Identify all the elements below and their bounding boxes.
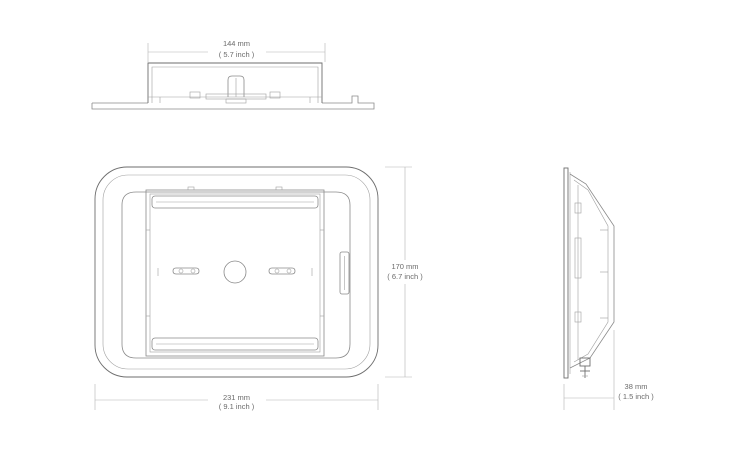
- front-height-dimension: [385, 166, 424, 378]
- side-depth-inch: ( 1.5 inch ): [618, 392, 654, 401]
- front-width-mm: 231 mm: [223, 393, 250, 402]
- front-width-inch: ( 9.1 inch ): [219, 402, 255, 411]
- top-width-inch: ( 5.7 inch ): [219, 50, 255, 59]
- top-view: 144 mm ( 5.7 inch ): [91, 39, 375, 110]
- side-depth-mm: 38 mm: [625, 382, 648, 391]
- front-view: 231 mm ( 9.1 inch ) 170 mm ( 6.7 inch ): [94, 166, 424, 411]
- side-depth-dimension: [563, 330, 615, 410]
- front-height-mm: 170 mm: [391, 262, 418, 271]
- front-height-inch: ( 6.7 inch ): [387, 272, 423, 281]
- top-width-dimension: [147, 43, 326, 62]
- front-width-dimension: [94, 384, 379, 410]
- top-width-mm: 144 mm: [223, 39, 250, 48]
- side-view: 38 mm ( 1.5 inch ): [563, 167, 654, 410]
